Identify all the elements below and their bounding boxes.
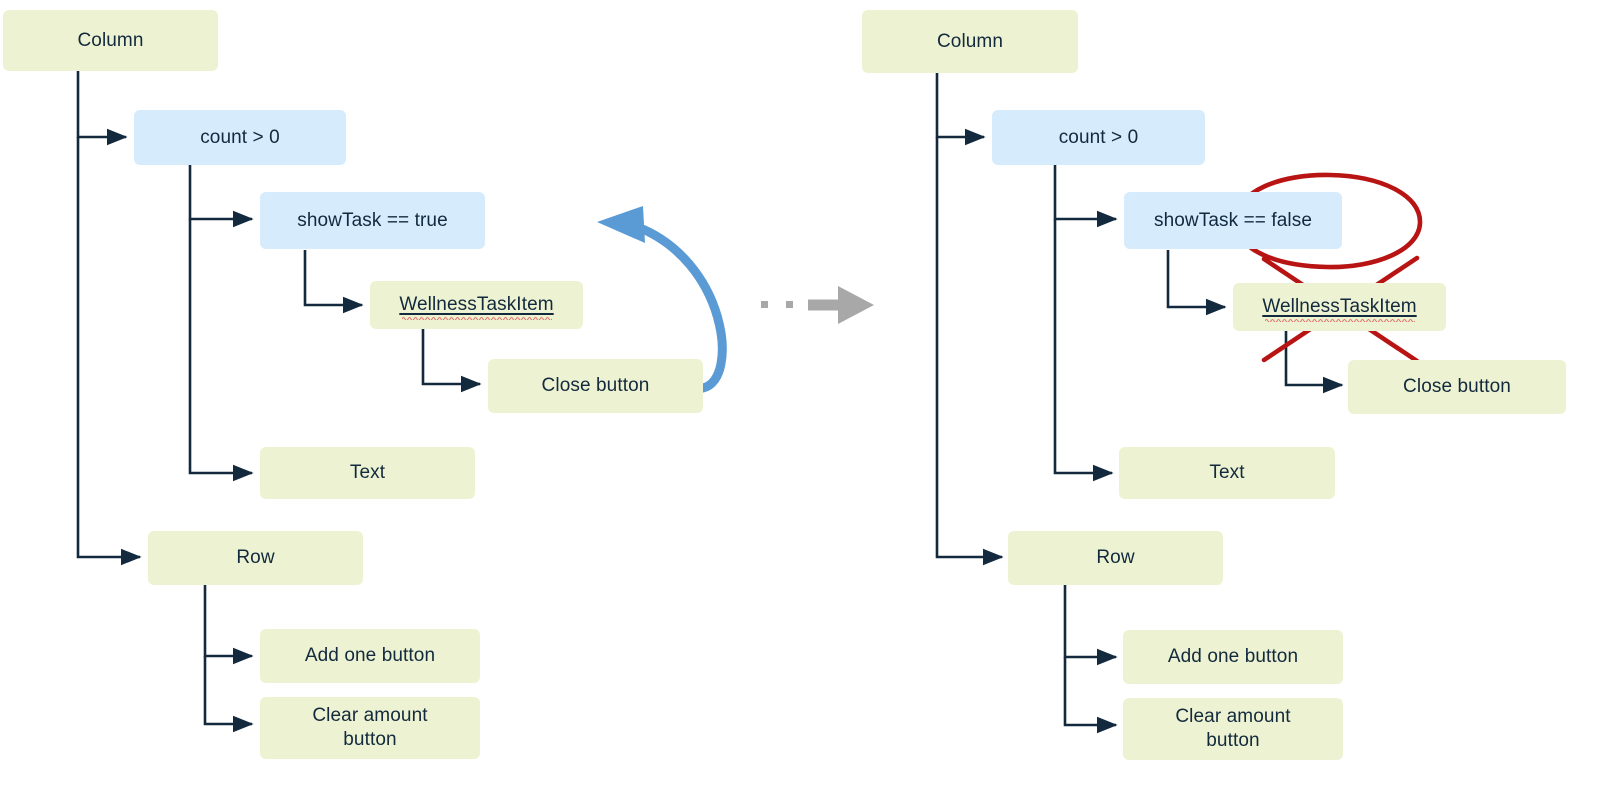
- node-count-condition-before[interactable]: count > 0: [134, 110, 346, 165]
- node-clear-amount-button-after[interactable]: Clear amount button: [1123, 698, 1343, 760]
- node-row-before[interactable]: Row: [148, 531, 363, 585]
- node-label: WellnessTaskItem: [399, 294, 554, 316]
- node-label: Add one button: [304, 645, 436, 667]
- node-label: Clear amount button: [1175, 706, 1291, 751]
- transition-dot-1: [761, 301, 768, 308]
- right-panel-edges: [935, 73, 1344, 734]
- node-text-before[interactable]: Text: [260, 447, 475, 499]
- node-close-button-before[interactable]: Close button: [488, 359, 703, 413]
- transition-dot-2: [786, 301, 793, 308]
- left-panel-edges: [76, 70, 482, 733]
- node-label: showTask == true: [297, 209, 448, 231]
- node-count-condition-after[interactable]: count > 0: [992, 110, 1205, 165]
- state-transition-arrow: [808, 286, 874, 324]
- node-wellnesstaskitem-before[interactable]: WellnessTaskItem: [370, 281, 583, 329]
- node-label: count > 0: [200, 126, 280, 148]
- node-showtask-condition-after[interactable]: showTask == false: [1124, 192, 1342, 249]
- node-label: Add one button: [1167, 646, 1299, 668]
- node-label: Row: [1096, 547, 1135, 569]
- node-add-one-button-before[interactable]: Add one button: [260, 629, 480, 683]
- node-label: Column: [936, 30, 1004, 52]
- node-label: Text: [1209, 462, 1245, 484]
- node-label: Close button: [541, 375, 650, 397]
- node-label: Row: [236, 547, 275, 569]
- node-label: Column: [77, 29, 144, 51]
- node-label: count > 0: [1058, 126, 1139, 148]
- node-clear-amount-button-before[interactable]: Clear amount button: [260, 697, 480, 759]
- node-label: WellnessTaskItem: [1262, 296, 1417, 318]
- node-close-button-after[interactable]: Close button: [1348, 360, 1566, 414]
- node-showtask-condition-before[interactable]: showTask == true: [260, 192, 485, 249]
- node-label: showTask == false: [1153, 209, 1312, 231]
- node-label: Close button: [1403, 376, 1511, 398]
- node-column-after[interactable]: Column: [862, 10, 1078, 73]
- node-wellnesstaskitem-after[interactable]: WellnessTaskItem: [1233, 283, 1446, 331]
- node-row-after[interactable]: Row: [1008, 531, 1223, 585]
- node-label: Text: [349, 462, 386, 484]
- node-text-after[interactable]: Text: [1119, 447, 1335, 499]
- node-add-one-button-after[interactable]: Add one button: [1123, 630, 1343, 684]
- node-label: Clear amount button: [312, 705, 428, 750]
- node-column-before[interactable]: Column: [3, 10, 218, 71]
